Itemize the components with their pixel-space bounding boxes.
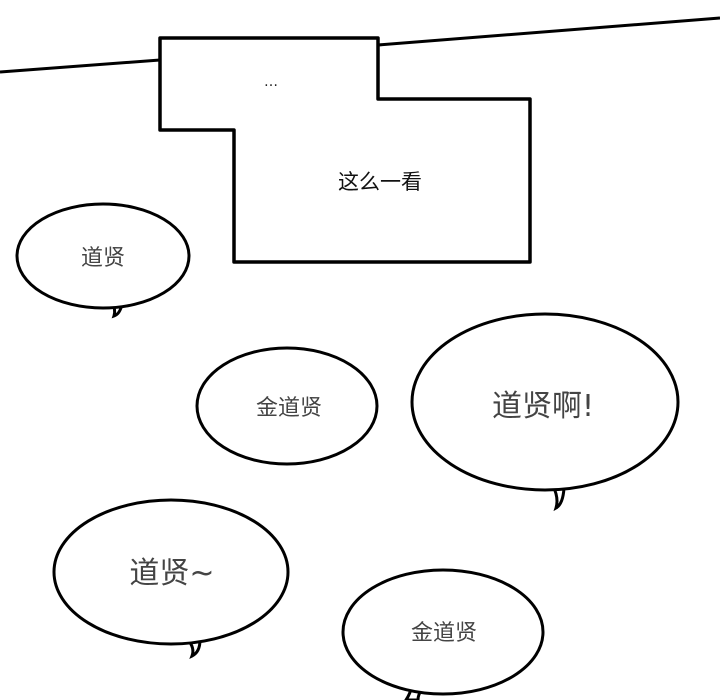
speech-bubble-1-text: 道贤 (80, 246, 126, 271)
narration-ellipsis: … (264, 74, 278, 90)
speech-bubble-5-shape (341, 568, 545, 700)
panel-border-right (377, 16, 720, 47)
speech-bubble-4-text: 道贤~ (129, 556, 215, 591)
speech-bubble-3-shape (410, 312, 680, 512)
speech-bubble-2-shape (195, 346, 379, 466)
speech-bubble-2-text: 金道贤 (255, 396, 323, 421)
speech-bubble-1-shape (15, 202, 191, 319)
speech-bubble-4-shape (52, 498, 290, 660)
speech-bubble-3-text: 道贤啊! (491, 389, 595, 424)
narration-box (158, 36, 532, 264)
panel-border-left (0, 58, 161, 74)
narration-text: 这么一看 (338, 170, 422, 194)
speech-bubble-5-text: 金道贤 (410, 621, 478, 646)
